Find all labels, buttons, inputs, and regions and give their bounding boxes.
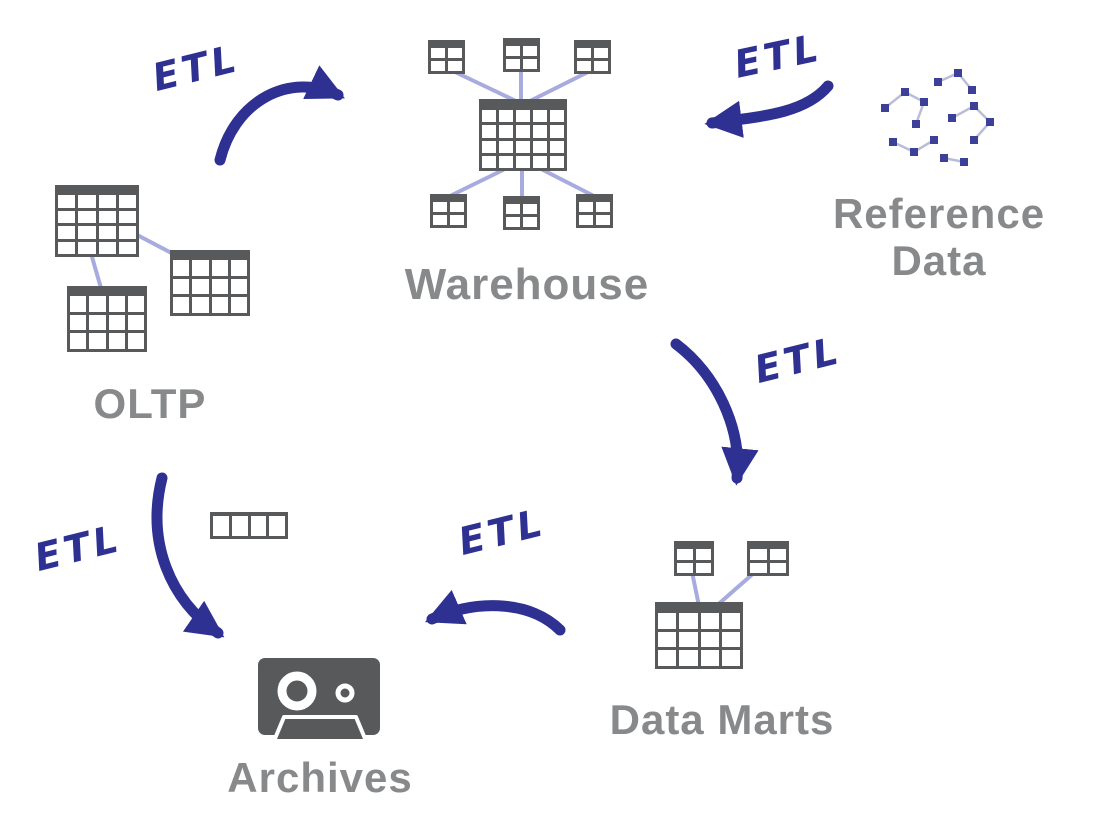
oltp-label: OLTP — [93, 380, 207, 427]
single-row-table-icon — [210, 512, 288, 539]
data-mart-dim-table-icon — [674, 541, 714, 576]
warehouse-dim-table-icon — [430, 194, 467, 228]
oltp-table-icon — [67, 286, 147, 352]
etl-arrow-reference-to-warehouse — [704, 80, 834, 138]
warehouse-dim-table-icon — [576, 194, 613, 228]
etl-arrow-oltp-to-warehouse — [214, 65, 345, 166]
warehouse-dim-table-icon — [574, 40, 611, 74]
etl-label-warehouse-to-datamarts: ETL — [749, 327, 847, 393]
reference-data-label-line2: Data — [891, 237, 987, 285]
data-mart-fact-table-icon — [655, 602, 743, 669]
reference-data-label: Reference Data — [808, 190, 1070, 284]
reference-data-label-line1: Reference — [832, 190, 1046, 237]
etl-label-datamarts-to-archives: ETL — [453, 499, 551, 565]
warehouse-label: Warehouse — [404, 260, 650, 309]
warehouse-dim-table-icon — [503, 196, 540, 230]
warehouse-fact-table-icon — [479, 99, 567, 171]
archives-label: Archives — [227, 754, 413, 801]
scattered-points-icon — [881, 69, 994, 166]
etl-label-oltp-to-warehouse: ETL — [147, 35, 245, 101]
data-mart-dim-table-icon — [747, 541, 789, 576]
etl-label-reference-to-warehouse: ETL — [730, 25, 826, 87]
etl-arrow-warehouse-to-datamarts — [670, 338, 759, 486]
oltp-table-icon — [170, 250, 250, 316]
data-marts-label: Data Marts — [609, 696, 835, 743]
tape-drive-icon — [258, 658, 380, 743]
etl-label-oltp-to-archives: ETL — [29, 515, 127, 581]
warehouse-dim-table-icon — [503, 38, 540, 72]
etl-arrow-datamarts-to-archives — [424, 589, 566, 636]
oltp-table-icon — [55, 185, 139, 257]
etl-arrow-oltp-to-archives — [151, 472, 225, 639]
warehouse-dim-table-icon — [428, 40, 465, 74]
